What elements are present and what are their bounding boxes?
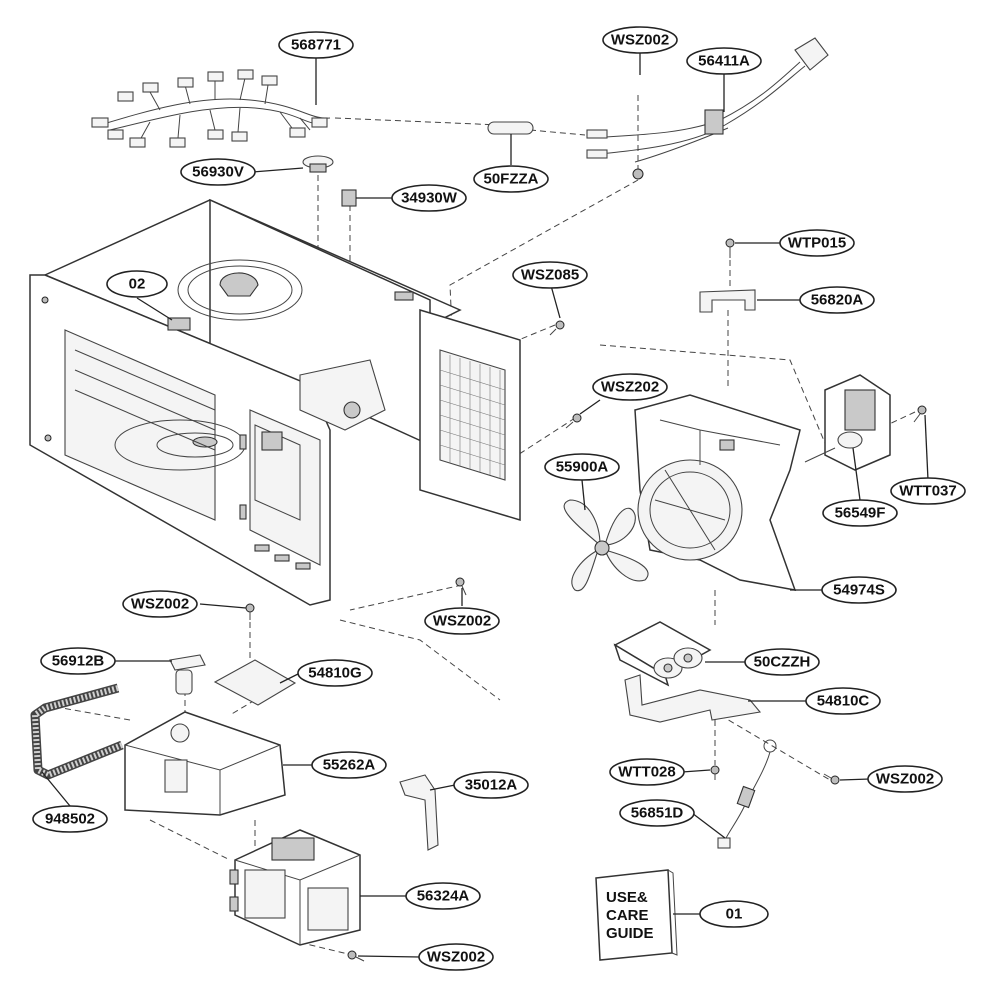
callout-wtp015: WTP015 bbox=[779, 229, 855, 257]
svg-text:WTT037: WTT037 bbox=[899, 483, 957, 500]
guide-line-1: USE& bbox=[606, 889, 648, 906]
screw-wsz085 bbox=[549, 320, 565, 336]
callout-wsz002-bottom: WSZ002 bbox=[418, 943, 494, 971]
svg-text:50FZZA: 50FZZA bbox=[483, 171, 538, 188]
svg-text:55262A: 55262A bbox=[323, 757, 376, 774]
vent-grille bbox=[439, 355, 506, 478]
svg-text:56820A: 56820A bbox=[811, 292, 864, 309]
callout-wsz085: WSZ085 bbox=[512, 261, 588, 289]
fan-motor bbox=[804, 374, 891, 471]
screw-wsz002-left bbox=[245, 603, 255, 620]
svg-text:01: 01 bbox=[726, 906, 743, 923]
callout-34930w: 34930W bbox=[391, 184, 467, 212]
callout-55900a: 55900A bbox=[544, 453, 620, 481]
hv-transformer bbox=[124, 711, 286, 816]
capacitor-bracket bbox=[624, 674, 762, 723]
callout-568771: 568771 bbox=[278, 31, 354, 59]
callout-01: 01 bbox=[699, 900, 769, 928]
svg-text:34930W: 34930W bbox=[401, 190, 458, 207]
svg-text:56851D: 56851D bbox=[631, 805, 684, 822]
svg-text:56930V: 56930V bbox=[192, 164, 244, 181]
thermistor-bracket bbox=[699, 289, 756, 313]
screw-wtp015 bbox=[725, 238, 735, 258]
hv-capacitor bbox=[613, 621, 712, 687]
assembly-guide-lines bbox=[44, 95, 916, 956]
svg-text:568771: 568771 bbox=[291, 37, 341, 54]
guide-line-2: CARE bbox=[606, 907, 649, 924]
svg-text:54810G: 54810G bbox=[308, 665, 361, 682]
svg-text:55900A: 55900A bbox=[556, 459, 609, 476]
screw-wtt037 bbox=[913, 405, 927, 423]
callout-35012a: 35012A bbox=[453, 771, 529, 799]
svg-text:WSZ002: WSZ002 bbox=[876, 771, 934, 788]
callout-55262a: 55262A bbox=[311, 751, 387, 779]
callout-54810g: 54810G bbox=[297, 659, 373, 687]
guide-line-3: GUIDE bbox=[606, 925, 654, 942]
transformer-cover bbox=[213, 659, 297, 706]
wire-harness bbox=[91, 69, 331, 148]
svg-text:948502: 948502 bbox=[45, 811, 95, 828]
svg-text:WTT028: WTT028 bbox=[618, 764, 676, 781]
svg-text:56411A: 56411A bbox=[698, 53, 750, 70]
screw-wsz002-right bbox=[823, 773, 840, 785]
callout-56411a: 56411A bbox=[686, 47, 762, 75]
callout-56851d: 56851D bbox=[619, 799, 695, 827]
oven-cavity bbox=[29, 198, 521, 606]
choke-gasket bbox=[30, 683, 124, 780]
power-cord bbox=[586, 37, 829, 180]
svg-text:WSZ002: WSZ002 bbox=[131, 596, 189, 613]
callout-56324a: 56324A bbox=[405, 882, 481, 910]
mounting-bracket bbox=[399, 774, 439, 851]
svg-text:WSZ085: WSZ085 bbox=[521, 267, 579, 284]
screw-wsz002-bottom bbox=[347, 950, 365, 962]
switch bbox=[341, 189, 357, 207]
svg-text:50CZZH: 50CZZH bbox=[754, 654, 811, 671]
svg-text:WSZ002: WSZ002 bbox=[611, 32, 669, 49]
callout-54974s: 54974S bbox=[821, 576, 897, 604]
callout-948502: 948502 bbox=[32, 805, 108, 833]
callout-56930v: 56930V bbox=[180, 158, 256, 186]
callout-02: 02 bbox=[106, 270, 168, 298]
svg-text:35012A: 35012A bbox=[465, 777, 518, 794]
callout-wsz002-top: WSZ002 bbox=[602, 26, 678, 54]
fuse bbox=[487, 121, 534, 135]
svg-text:54974S: 54974S bbox=[833, 582, 885, 599]
callout-wsz002-mid: WSZ002 bbox=[424, 607, 500, 635]
svg-text:56549F: 56549F bbox=[835, 505, 886, 522]
callout-50fzza: 50FZZA bbox=[473, 165, 549, 193]
svg-text:56324A: 56324A bbox=[417, 888, 470, 905]
magnetron bbox=[229, 829, 361, 946]
callout-wsz002-right: WSZ002 bbox=[867, 765, 943, 793]
callout-50czzh: 50CZZH bbox=[744, 648, 820, 676]
callout-54810c: 54810C bbox=[805, 687, 881, 715]
hv-diode bbox=[169, 654, 206, 695]
leader-lines bbox=[41, 53, 929, 958]
screw-wsz002-mid bbox=[455, 577, 467, 596]
callout-56549f: 56549F bbox=[822, 499, 898, 527]
svg-text:02: 02 bbox=[129, 276, 146, 293]
ground-wire bbox=[717, 739, 777, 849]
callout-wsz002-left: WSZ002 bbox=[122, 590, 198, 618]
svg-text:WSZ002: WSZ002 bbox=[433, 613, 491, 630]
callout-56912b: 56912B bbox=[40, 647, 116, 675]
svg-text:54810C: 54810C bbox=[817, 693, 870, 710]
svg-text:WSZ002: WSZ002 bbox=[427, 949, 485, 966]
callout-56820a: 56820A bbox=[799, 286, 875, 314]
fan-duct bbox=[634, 394, 801, 591]
callout-wsz202: WSZ202 bbox=[592, 373, 668, 401]
thermostat bbox=[302, 155, 334, 173]
fan-blade bbox=[563, 499, 649, 592]
use-and-care-guide-booklet: USE& CARE GUIDE bbox=[595, 869, 678, 961]
screw-wsz202 bbox=[565, 413, 582, 429]
callout-wtt037: WTT037 bbox=[890, 477, 966, 505]
svg-text:WTP015: WTP015 bbox=[788, 235, 846, 252]
svg-text:WSZ202: WSZ202 bbox=[601, 379, 659, 396]
callout-wtt028: WTT028 bbox=[609, 758, 685, 786]
screw-wtt028 bbox=[710, 765, 720, 780]
svg-text:56912B: 56912B bbox=[52, 653, 105, 670]
